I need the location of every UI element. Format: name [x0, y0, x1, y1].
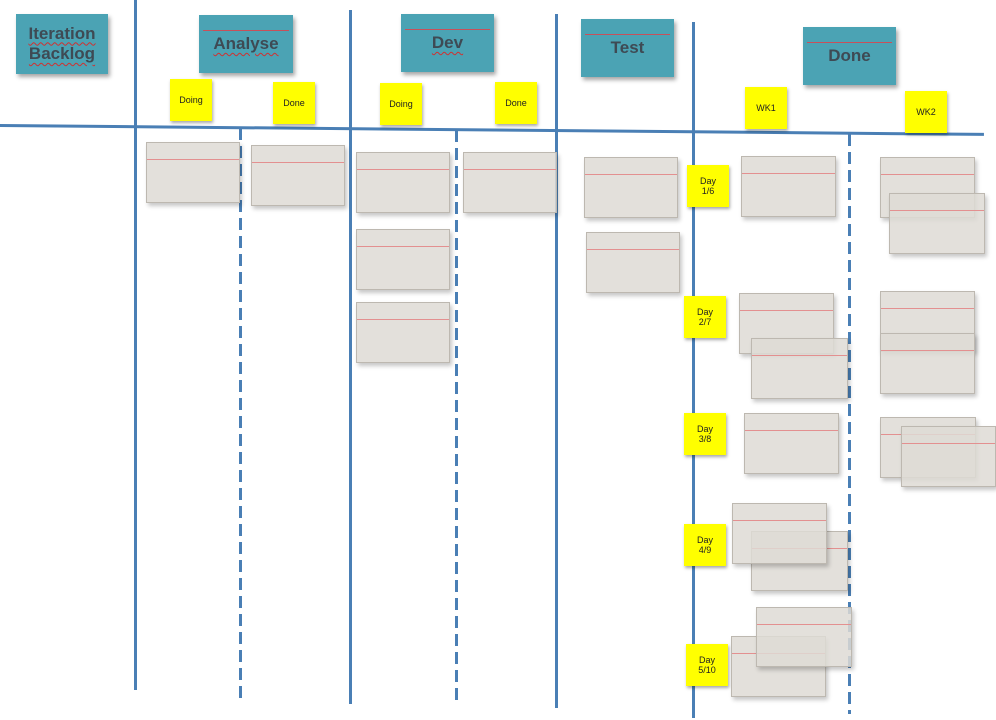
task-card[interactable]	[901, 426, 996, 487]
sticky-day-2-line2: 2/7	[698, 317, 712, 327]
sticky-day-2-line1: Day	[696, 306, 713, 317]
header-dev: Dev	[401, 14, 494, 72]
column-divider-dev-test	[555, 14, 558, 708]
task-card[interactable]	[889, 193, 985, 254]
task-card[interactable]	[586, 232, 680, 293]
sticky-day-3-line2: 3/8	[698, 434, 712, 444]
sticky-day-1-line2: 1/6	[701, 186, 715, 196]
task-card[interactable]	[744, 413, 839, 474]
sticky-analyse-done: Done	[273, 82, 315, 124]
task-card[interactable]	[751, 338, 848, 399]
sticky-day-1-line1: Day	[699, 175, 716, 186]
sticky-dev-doing: Doing	[380, 83, 422, 125]
column-divider-test-done	[692, 22, 695, 718]
sticky-day-4-line1: Day	[696, 534, 713, 545]
task-card[interactable]	[584, 157, 678, 218]
header-test: Test	[581, 19, 674, 77]
task-card[interactable]	[741, 156, 836, 217]
task-card[interactable]	[251, 145, 345, 206]
task-card[interactable]	[146, 142, 240, 203]
sticky-day-4-line2: 4/9	[698, 545, 712, 555]
header-analyse: Analyse	[199, 15, 293, 73]
sticky-day-5-line2: 5/10	[698, 665, 716, 675]
header-dev-label: Dev	[431, 32, 464, 52]
task-card[interactable]	[356, 152, 450, 213]
task-card[interactable]	[756, 607, 852, 667]
header-done-label: Done	[828, 45, 871, 65]
header-analyse-label: Analyse	[213, 33, 279, 53]
task-card[interactable]	[356, 302, 450, 363]
task-card[interactable]	[356, 229, 450, 290]
task-card[interactable]	[732, 503, 827, 564]
header-divider-line	[0, 124, 984, 136]
column-divider-backlog-analyse	[134, 0, 137, 690]
header-done: Done	[803, 27, 896, 85]
sticky-day-3-line1: Day	[696, 423, 713, 434]
task-card[interactable]	[463, 152, 557, 213]
task-card[interactable]	[880, 333, 975, 394]
sticky-dev-done: Done	[495, 82, 537, 124]
sticky-day-5-line1: Day	[698, 654, 715, 665]
header-test-label: Test	[610, 37, 645, 57]
column-divider-analyse-dev	[349, 10, 352, 704]
subcolumn-divider-done	[848, 134, 851, 714]
header-iteration-backlog-line1: Iteration	[28, 23, 96, 43]
header-iteration-backlog-line2: Backlog	[28, 44, 96, 63]
sticky-done-wk1: WK1	[745, 87, 787, 129]
sticky-done-wk2: WK2	[905, 91, 947, 133]
header-iteration-backlog: Iteration Backlog	[16, 14, 108, 74]
subcolumn-divider-analyse	[239, 128, 242, 700]
sticky-analyse-doing: Doing	[170, 79, 212, 121]
subcolumn-divider-dev	[455, 130, 458, 700]
